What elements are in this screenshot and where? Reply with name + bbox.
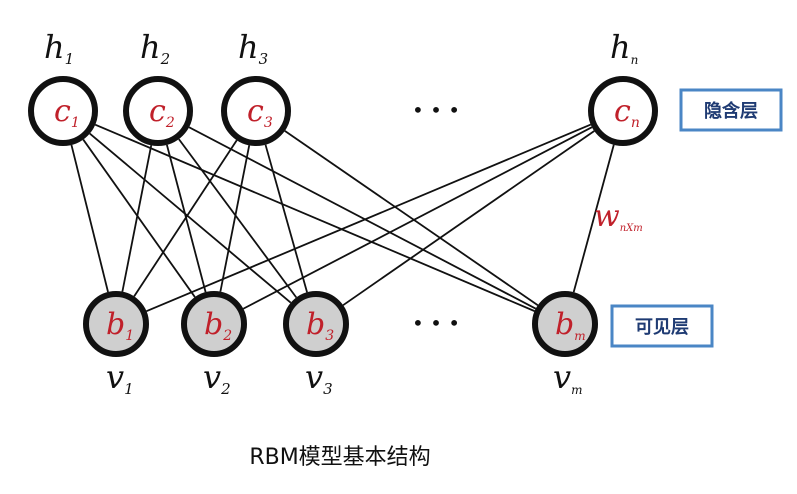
edge-hn-vm	[572, 144, 615, 293]
svg-text:b1: b1	[106, 307, 134, 344]
hidden-ellipsis: • • •	[412, 98, 460, 122]
visible-node-3: b3	[283, 291, 349, 357]
visible-node-1: b1	[83, 291, 149, 357]
svg-text:c1: c1	[54, 94, 80, 131]
hidden-label-1: h1	[44, 28, 74, 68]
hidden-label-n: hn	[610, 28, 638, 67]
visible-label-m: vm	[553, 358, 582, 397]
edge-h2-vm	[188, 126, 537, 310]
edge-h3-v3	[264, 144, 308, 293]
edge-hn-v3	[342, 130, 595, 306]
hidden-label-2: h2	[140, 28, 170, 68]
svg-text:cn: cn	[614, 94, 640, 131]
edges	[70, 123, 615, 313]
edge-h1-v1	[70, 144, 109, 293]
hidden-label-3: h3	[238, 28, 268, 68]
edge-hn-v1	[146, 123, 592, 313]
visible-ellipsis: • • •	[412, 311, 460, 335]
hidden-node-3: c3	[221, 76, 291, 146]
edge-hn-v2	[242, 126, 593, 310]
edge-h3-vm	[284, 130, 539, 307]
svg-text:b3: b3	[306, 307, 334, 344]
edge-h2-v1	[121, 145, 153, 292]
weight-label: wnXm	[594, 199, 643, 234]
svg-text:bm: bm	[555, 307, 586, 343]
diagram-caption: RBM模型基本结构	[249, 445, 430, 470]
hidden-node-2: c2	[123, 76, 193, 146]
svg-text:c2: c2	[149, 94, 175, 131]
visible-label-2: v2	[203, 358, 231, 398]
visible-node-2: b2	[181, 291, 247, 357]
edge-h1-v3	[89, 132, 292, 304]
visible-node-m: bm	[532, 291, 598, 357]
visible-layer-label: 可见层	[635, 317, 689, 338]
edge-h1-v2	[82, 139, 196, 298]
edge-h3-v2	[219, 145, 251, 292]
visible-layer-box: 可见层	[610, 304, 714, 348]
hidden-layer-label: 隐含层	[704, 100, 758, 122]
visible-label-1: v1	[106, 358, 134, 398]
hidden-node-1: c1	[28, 76, 98, 146]
edge-h2-v3	[178, 138, 298, 299]
svg-text:b2: b2	[204, 307, 232, 344]
hidden-layer-box: 隐含层	[679, 88, 783, 132]
svg-text:c3: c3	[247, 94, 273, 131]
edge-h3-v1	[133, 139, 238, 297]
visible-label-3: v3	[305, 358, 333, 398]
edge-h1-vm	[94, 123, 535, 312]
hidden-node-n: cn	[588, 76, 658, 146]
